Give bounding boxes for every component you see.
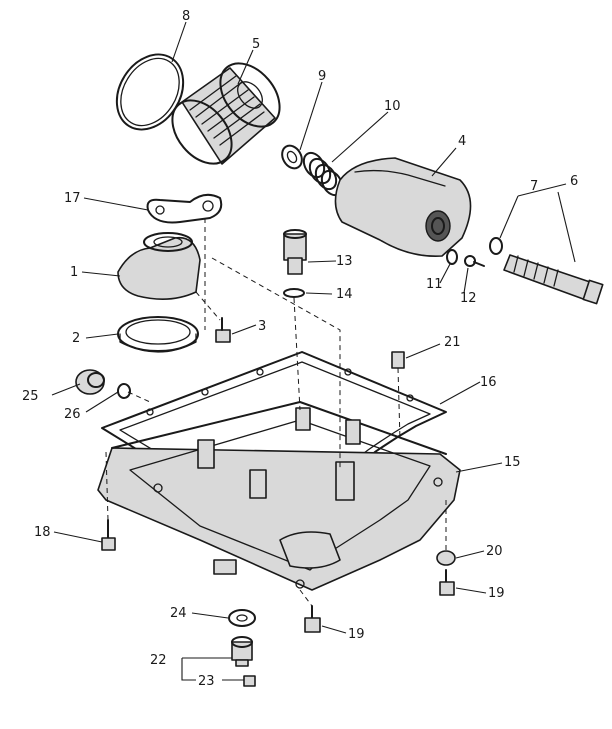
- drain-plug-22: [231, 636, 253, 667]
- callout-5: 5: [252, 37, 260, 52]
- callout-19-right: 19: [488, 586, 505, 601]
- callout-19-lower: 19: [348, 627, 365, 642]
- callout-26: 26: [64, 407, 81, 422]
- callout-23: 23: [198, 674, 215, 689]
- washer-24: [228, 609, 256, 627]
- washer-20: [436, 550, 456, 566]
- filter-bolt: [489, 237, 604, 305]
- oil-strainer: [117, 316, 199, 353]
- washer-26: [117, 383, 131, 399]
- callout-10: 10: [384, 99, 401, 114]
- drain-plug-25: [75, 369, 105, 395]
- callout-4: 4: [458, 134, 466, 149]
- assembly-guides: [105, 218, 447, 607]
- oil-pan: [97, 401, 461, 591]
- washer-11: [446, 249, 458, 265]
- bolt-12: [464, 255, 485, 267]
- washer-9: [281, 144, 303, 170]
- oil-filter-element: [171, 62, 281, 165]
- callout-25: 25: [22, 389, 39, 404]
- callout-9: 9: [318, 69, 326, 84]
- callout-labels: 8 5 9 10 4 6 7 17 1 13 11 12 14 2 3 21 1…: [22, 9, 578, 689]
- callout-14: 14: [336, 287, 353, 302]
- relief-valve: [283, 229, 307, 275]
- callout-16: 16: [480, 375, 497, 390]
- bolt-19-right: [439, 569, 455, 596]
- oil-pipe-fitting: [117, 232, 201, 300]
- callout-18: 18: [34, 525, 51, 540]
- callout-2: 2: [72, 331, 80, 346]
- callout-21: 21: [444, 335, 461, 350]
- bolt-3: [215, 317, 231, 343]
- dowel-pin-21: [391, 351, 405, 369]
- filter-cover: [334, 157, 472, 257]
- callout-1: 1: [70, 265, 78, 280]
- callout-3: 3: [258, 319, 266, 334]
- callout-13: 13: [336, 254, 353, 269]
- callout-20: 20: [486, 544, 503, 559]
- o-ring-14: [283, 288, 305, 298]
- bolt-19-lower: [304, 605, 321, 633]
- callout-24: 24: [170, 606, 187, 621]
- callout-22: 22: [150, 653, 167, 668]
- gasket-17: [146, 193, 223, 224]
- leader-lines: [51, 21, 576, 681]
- callout-8: 8: [182, 9, 190, 24]
- bolt-23: [243, 675, 256, 687]
- callout-11: 11: [426, 277, 443, 292]
- o-ring-large: [115, 53, 185, 131]
- callout-7: 7: [530, 179, 538, 194]
- bolt-18: [101, 519, 116, 551]
- callout-12: 12: [460, 291, 477, 306]
- callout-15: 15: [504, 455, 521, 470]
- callout-17: 17: [64, 191, 81, 206]
- callout-6: 6: [570, 174, 578, 189]
